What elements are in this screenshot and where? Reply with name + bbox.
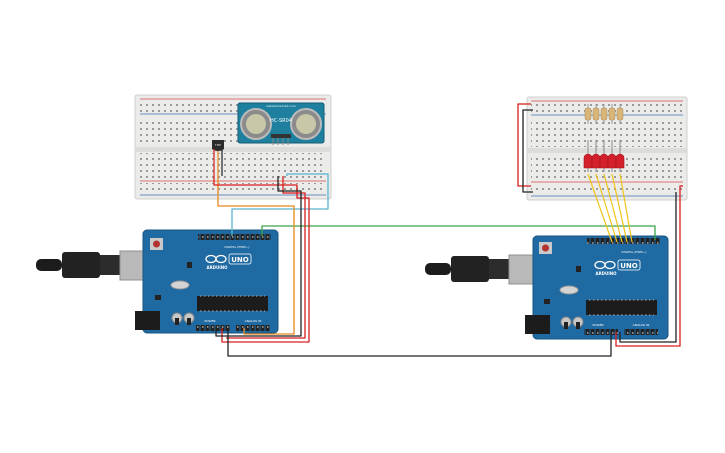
temperature-sensor[interactable]: TMP	[212, 140, 224, 176]
svg-text:POWER: POWER	[592, 323, 603, 327]
led-array[interactable]	[583, 140, 625, 172]
wire-black-left	[215, 176, 302, 337]
svg-text:TMP: TMP	[214, 143, 221, 147]
svg-text:ANALOG IN: ANALOG IN	[245, 319, 262, 323]
svg-text:www.tinkercad.com: www.tinkercad.com	[266, 104, 295, 108]
right-breadboard[interactable]	[526, 96, 688, 201]
ultrasonic-sensor[interactable]: www.tinkercad.com HC-SR04	[237, 102, 325, 145]
wire-red-left	[213, 176, 310, 343]
right-arduino-logo: UNO ARDUINO	[594, 259, 641, 276]
wire-green	[261, 225, 656, 240]
wire-yellow-bundle	[587, 173, 633, 243]
svg-text:ANALOG IN: ANALOG IN	[633, 323, 650, 327]
svg-text:DIGITAL (PWM~): DIGITAL (PWM~)	[622, 250, 647, 254]
wire-black-right	[522, 109, 533, 193]
svg-text:POWER: POWER	[204, 319, 215, 323]
svg-text:ARDUINO: ARDUINO	[596, 271, 618, 276]
wire-black-link	[227, 328, 612, 357]
right-arduino-board[interactable]: UNO ARDUINO DIGITAL (PWM~) POWER ANALOG …	[425, 235, 669, 340]
svg-text:UNO: UNO	[620, 262, 638, 270]
left-arduino-board[interactable]: UNO ARDUINO DIGITAL (PWM~) POWER ANALOG …	[36, 229, 279, 334]
svg-text:HC-SR04: HC-SR04	[270, 118, 292, 124]
wires[interactable]	[213, 103, 683, 357]
svg-text:DIGITAL (PWM~): DIGITAL (PWM~)	[225, 245, 250, 249]
resistors[interactable]	[584, 104, 624, 124]
wire-red-right	[517, 103, 531, 187]
svg-text:UNO: UNO	[231, 256, 249, 264]
wire-orange-left	[217, 176, 295, 335]
wire-cyan	[231, 173, 329, 236]
left-arduino-logo: UNO ARDUINO	[205, 253, 252, 270]
svg-text:ARDUINO: ARDUINO	[207, 265, 229, 270]
